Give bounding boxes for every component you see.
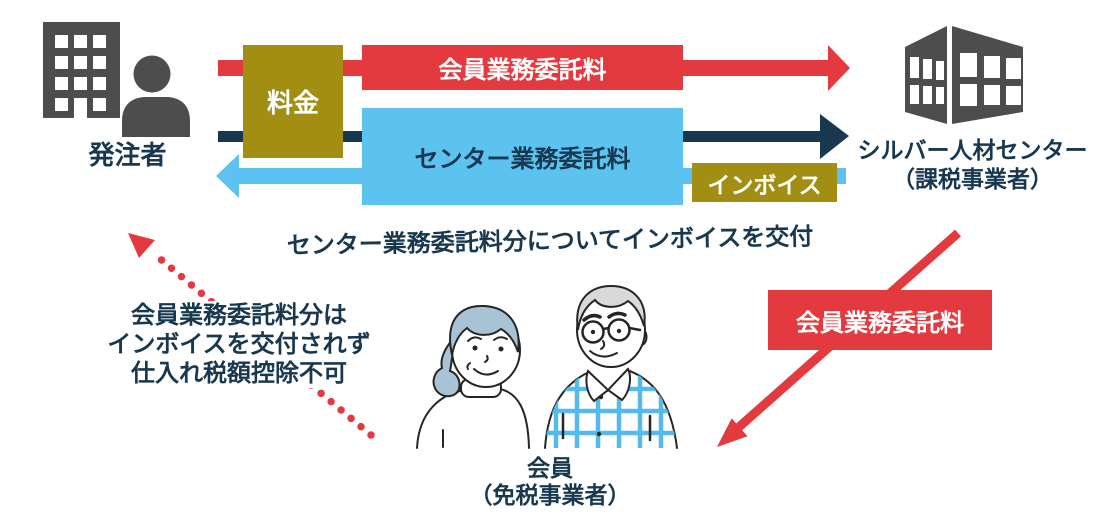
invoice-box: インボイス bbox=[692, 163, 837, 202]
invoice-box-label: インボイス bbox=[707, 172, 822, 199]
silver-center-building-icon bbox=[905, 26, 1023, 124]
member-man-illustration bbox=[544, 284, 678, 449]
member-fee-payment-label: 会員業務委託料 bbox=[796, 308, 964, 337]
center-fee-arrow-label: センター業務委託料 bbox=[414, 145, 631, 173]
silver-center-name: シルバー人材センター bbox=[857, 138, 1088, 164]
fee-box-label: 料金 bbox=[266, 89, 319, 119]
orderer-person-icon bbox=[122, 55, 190, 137]
member-label: 会員 （免税事業者） bbox=[450, 456, 650, 510]
dotted-arrowhead-icon bbox=[128, 233, 155, 258]
no-invoice-note: 会員業務委託料分は インボイスを交付されず 仕入れ税額控除不可 bbox=[100, 301, 378, 388]
fee-box: 料金 bbox=[243, 45, 343, 158]
member-subtitle: （免税事業者） bbox=[469, 483, 631, 509]
no-invoice-note-line1: 会員業務委託料分は bbox=[131, 301, 347, 329]
orderer-building-icon bbox=[43, 22, 120, 118]
member-name: 会員 bbox=[527, 456, 573, 482]
member-woman-illustration bbox=[416, 304, 530, 449]
no-invoice-note-line3: 仕入れ税額控除不可 bbox=[131, 359, 347, 387]
member-fee-arrow-label-box: 会員業務委託料 bbox=[362, 45, 683, 90]
silver-center-subtitle: （課税事業者） bbox=[892, 167, 1053, 193]
silver-center-label: シルバー人材センター （課税事業者） bbox=[845, 137, 1100, 195]
member-fee-payment-box: 会員業務委託料 bbox=[768, 290, 992, 350]
member-fee-arrow-label: 会員業務委託料 bbox=[438, 56, 607, 84]
no-invoice-note-line2: インボイスを交付されず bbox=[107, 330, 371, 358]
center-fee-arrow-label-box: センター業務委託料 bbox=[362, 108, 683, 205]
orderer-label: 発注者 bbox=[88, 141, 167, 171]
